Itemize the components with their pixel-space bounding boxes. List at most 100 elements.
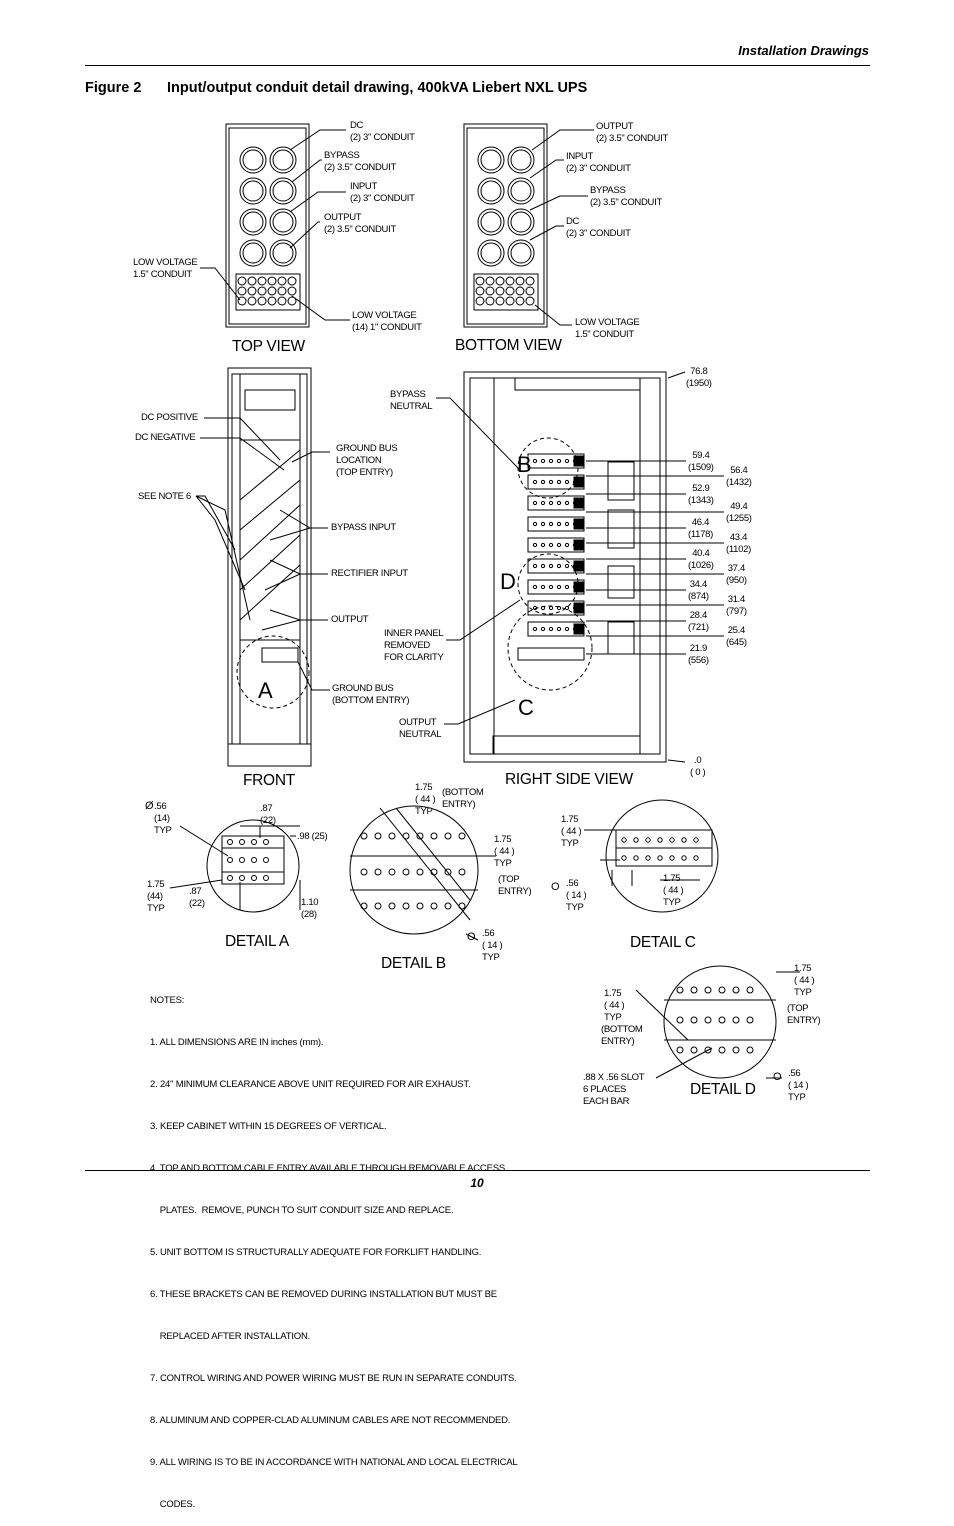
detail-b-hole bbox=[388, 832, 396, 840]
bus-bar-hole bbox=[556, 563, 562, 569]
low-voltage-knockout bbox=[505, 276, 515, 286]
detail-a-hole bbox=[263, 839, 269, 845]
figure-caption: Input/output conduit detail drawing, 400… bbox=[167, 80, 588, 96]
conduit-knockout bbox=[269, 177, 297, 205]
top-low-voltage-left-label: LOW VOLTAGE 1.5" CONDUIT bbox=[133, 257, 198, 280]
bus-bar-hole bbox=[548, 500, 554, 506]
right-side-cabinet bbox=[436, 371, 724, 763]
conduit-knockout-inner bbox=[242, 211, 264, 233]
detail-c-drawing bbox=[584, 799, 719, 913]
note-line: 5. UNIT BOTTOM IS STRUCTURALLY ADEQUATE … bbox=[150, 1247, 482, 1258]
detail-c-hole bbox=[693, 855, 699, 861]
low-voltage-knockout bbox=[525, 286, 535, 296]
conduit-knockout bbox=[507, 239, 535, 267]
detail-d-hole bbox=[690, 1046, 698, 1054]
side-output-neutral-label: OUTPUT NEUTRAL bbox=[399, 717, 442, 740]
bus-bar-hole bbox=[548, 542, 554, 548]
front-bypass-input-label: BYPASS INPUT bbox=[331, 522, 396, 533]
detail-d-hole bbox=[746, 1046, 754, 1054]
dim-left-3: 40.4 (1026) bbox=[688, 548, 714, 571]
detail-d-hole bbox=[704, 1046, 712, 1054]
detail-b-hole bbox=[388, 902, 396, 910]
detail-d-hole bbox=[690, 986, 698, 994]
detail-d-hole bbox=[746, 986, 754, 994]
detail-letter-c: C bbox=[518, 695, 534, 720]
conduit-knockout-inner bbox=[480, 242, 502, 264]
low-voltage-knockout bbox=[485, 286, 495, 296]
low-voltage-knockout bbox=[485, 296, 495, 306]
detail-a-dim-087-bottom: .87 (22) bbox=[189, 886, 205, 909]
low-voltage-knockout bbox=[277, 296, 287, 306]
detail-b-bottom-entry: (BOTTOM ENTRY) bbox=[442, 787, 484, 810]
conduit-knockout bbox=[269, 146, 297, 174]
bus-bar-hole bbox=[540, 542, 546, 548]
conduit-knockout-inner bbox=[510, 242, 532, 264]
detail-d-drawing bbox=[635, 965, 800, 1079]
low-voltage-knockout bbox=[237, 286, 247, 296]
low-voltage-knockout bbox=[237, 276, 247, 286]
conduit-knockout bbox=[239, 239, 267, 267]
dim-left-5: 28.4 (721) bbox=[688, 610, 709, 633]
detail-b-hole bbox=[388, 868, 396, 876]
bus-bar-hole bbox=[548, 563, 554, 569]
bottom-dc-label: DC (2) 3" CONDUIT bbox=[566, 216, 631, 239]
low-voltage-knockout bbox=[505, 296, 515, 306]
low-voltage-knockout bbox=[257, 276, 267, 286]
bus-bar-hole bbox=[532, 479, 538, 485]
bus-bar-hole bbox=[532, 542, 538, 548]
detail-b-hole bbox=[416, 832, 424, 840]
note-line: REPLACED AFTER INSTALLATION. bbox=[150, 1331, 311, 1342]
bus-bar-hole bbox=[540, 521, 546, 527]
note-line: 6. THESE BRACKETS CAN BE REMOVED DURING … bbox=[150, 1289, 497, 1300]
detail-b-hole bbox=[444, 832, 452, 840]
bus-bar-hole bbox=[532, 626, 538, 632]
detail-d-dim-175-a: 1.75 ( 44 ) TYP bbox=[604, 988, 625, 1023]
detail-d-hole bbox=[718, 1046, 726, 1054]
bus-lug bbox=[573, 455, 585, 467]
front-dc-negative-label: DC NEGATIVE bbox=[135, 432, 196, 443]
conduit-knockout-inner bbox=[480, 180, 502, 202]
detail-d-hole bbox=[676, 986, 684, 994]
low-voltage-knockout bbox=[515, 296, 525, 306]
detail-a-hole bbox=[227, 875, 233, 881]
bus-bar-hole bbox=[532, 521, 538, 527]
note-line: 4. TOP AND BOTTOM CABLE ENTRY AVAILABLE … bbox=[150, 1163, 506, 1174]
bus-bar-hole bbox=[564, 563, 570, 569]
bus-bar-hole bbox=[556, 479, 562, 485]
low-voltage-knockout bbox=[287, 276, 297, 286]
detail-d-top-entry: (TOP ENTRY) bbox=[787, 1003, 821, 1026]
low-voltage-knockout bbox=[495, 276, 505, 286]
low-voltage-knockout bbox=[525, 296, 535, 306]
low-voltage-knockout bbox=[247, 286, 257, 296]
detail-b-hole bbox=[360, 902, 368, 910]
bus-bar-hole bbox=[564, 626, 570, 632]
low-voltage-knockout bbox=[475, 286, 485, 296]
detail-a-dim-056: .56 (14) TYP bbox=[154, 801, 172, 836]
low-voltage-knockout bbox=[287, 296, 297, 306]
detail-d-title: DETAIL D bbox=[690, 1081, 756, 1098]
front-cabinet bbox=[195, 367, 330, 767]
notes-block: NOTES: 1. ALL DIMENSIONS ARE IN inches (… bbox=[150, 966, 518, 1526]
detail-c-hole bbox=[657, 855, 663, 861]
detail-c-hole bbox=[681, 837, 687, 843]
conduit-knockout-inner bbox=[272, 211, 294, 233]
bottom-input-label: INPUT (2) 3" CONDUIT bbox=[566, 151, 631, 174]
bus-bar-hole bbox=[556, 500, 562, 506]
conduit-knockout bbox=[239, 208, 267, 236]
detail-d-slot-label: .88 X .56 SLOT 6 PLACES EACH BAR bbox=[583, 1072, 645, 1107]
detail-c-hole bbox=[693, 837, 699, 843]
figure-number: Figure 2 bbox=[85, 80, 142, 96]
bus-bar-hole bbox=[540, 500, 546, 506]
detail-b-hole bbox=[416, 868, 424, 876]
detail-a-hole bbox=[251, 875, 257, 881]
detail-b-dim-056: .56 ( 14 ) TYP bbox=[482, 928, 503, 963]
bus-lug bbox=[573, 518, 585, 530]
low-voltage-knockout bbox=[267, 286, 277, 296]
conduit-knockout bbox=[507, 146, 535, 174]
front-view-title: FRONT bbox=[243, 772, 295, 789]
detail-c-hole bbox=[621, 855, 627, 861]
dim-right-0: 76.8 (1950) bbox=[686, 366, 712, 389]
dim-right-3: 43.4 (1102) bbox=[726, 532, 751, 555]
bus-bar-hole bbox=[556, 605, 562, 611]
detail-d-hole bbox=[690, 1016, 698, 1024]
